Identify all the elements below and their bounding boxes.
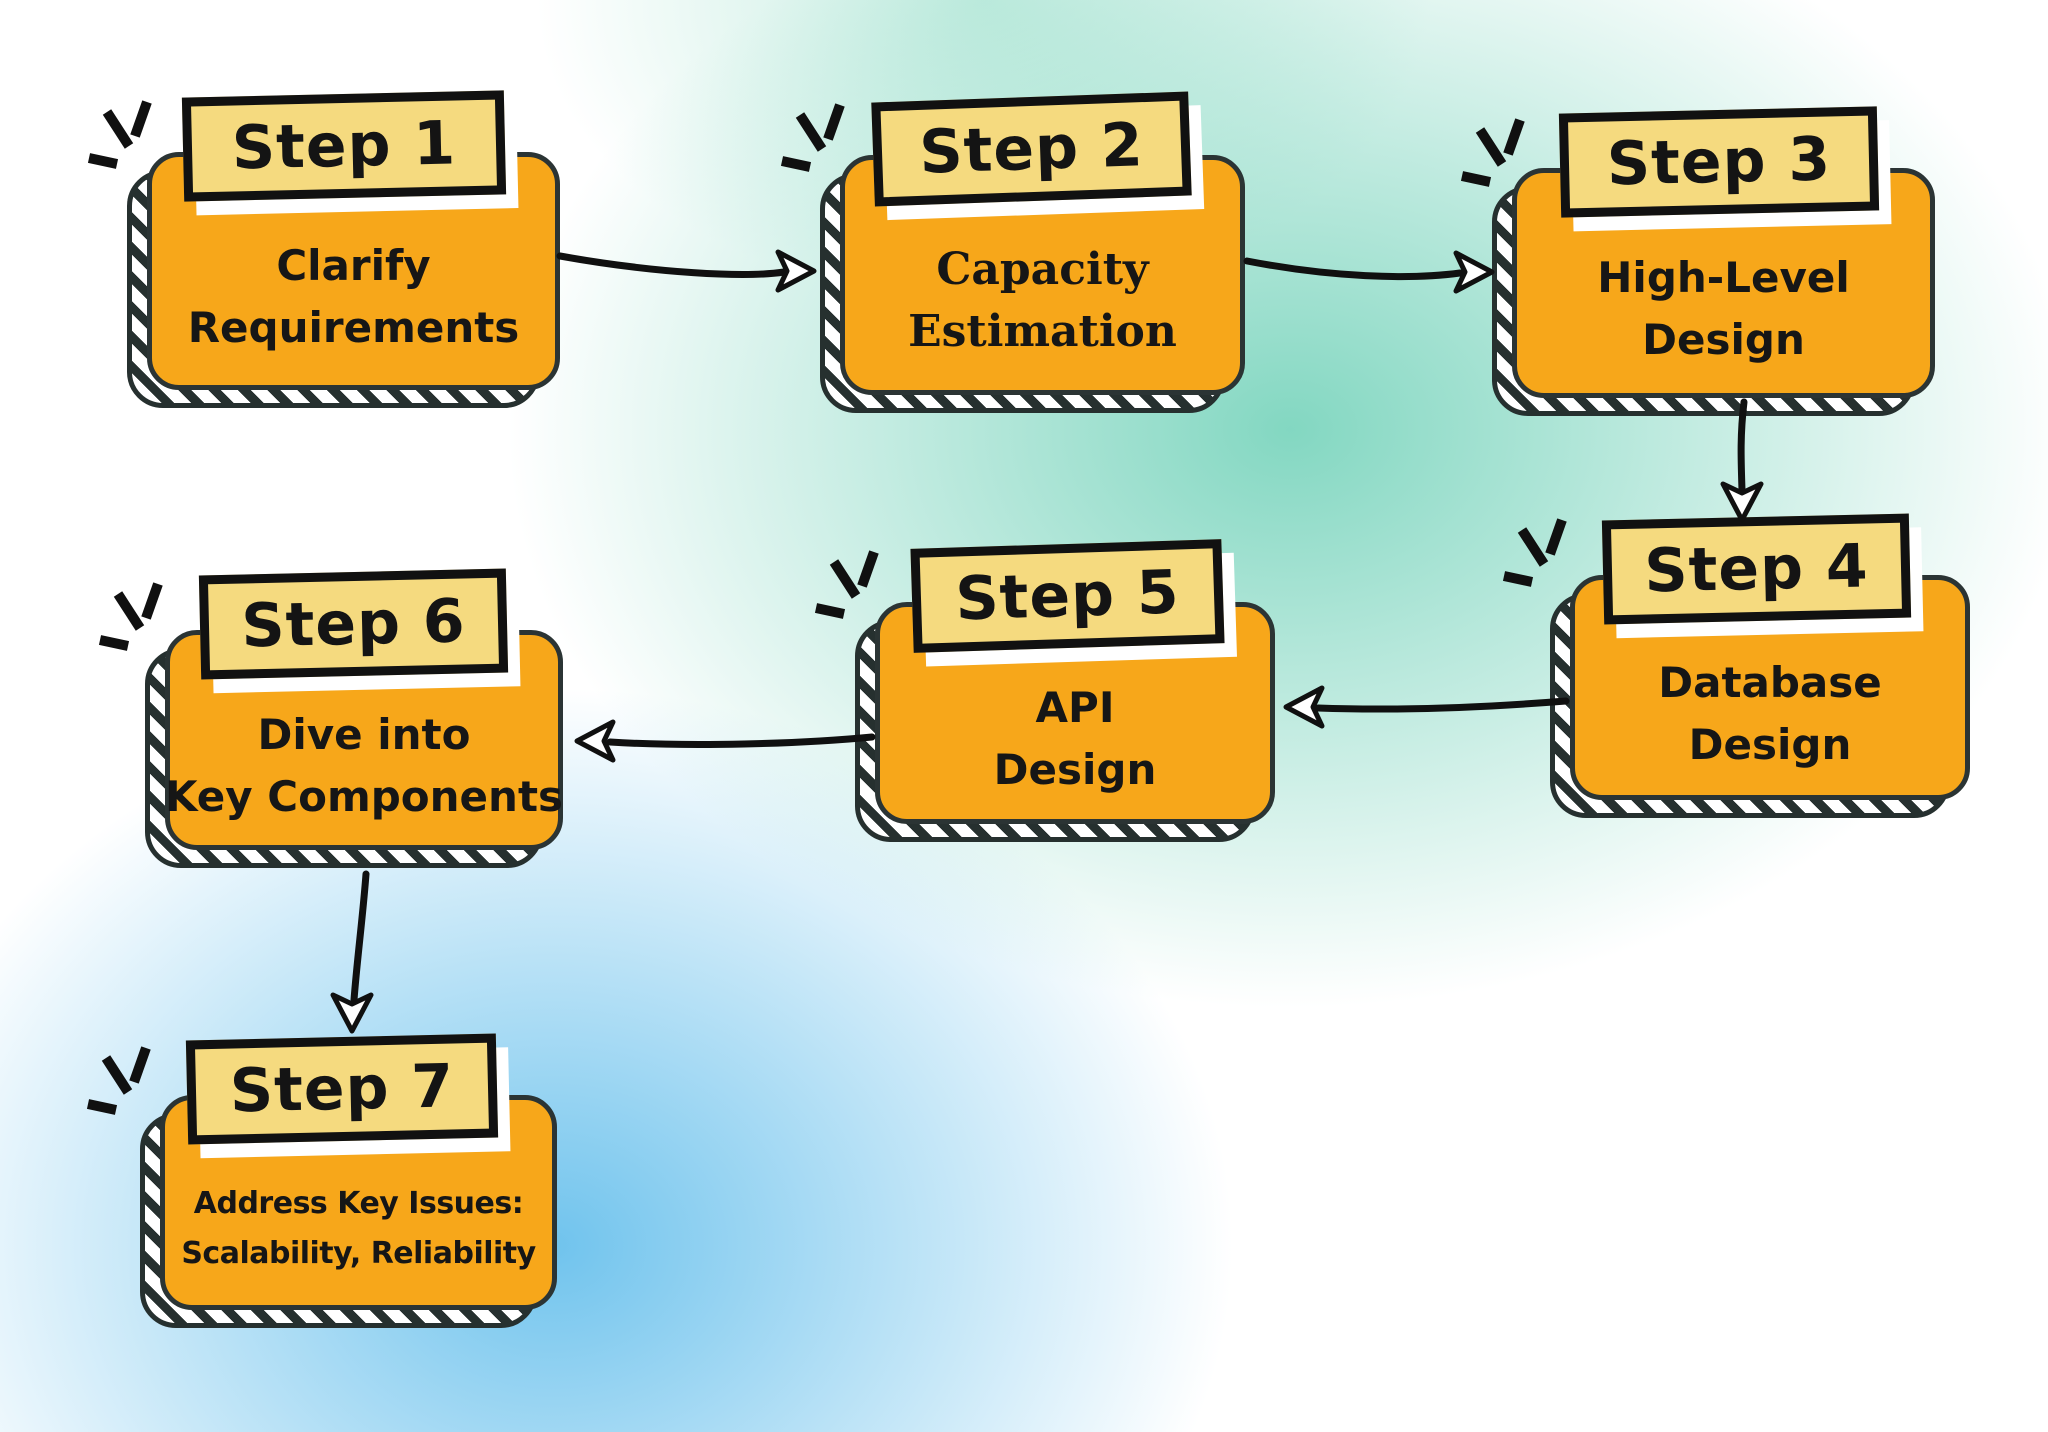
- step-6-card: Dive into Key Components Step 6: [145, 568, 564, 868]
- step-4-label: Step 4: [1643, 531, 1870, 607]
- step-7-label: Step 7: [229, 1051, 455, 1127]
- step-4-text-line: Design: [1688, 719, 1852, 769]
- sparkle-icon: [1502, 518, 1567, 587]
- step-4-card: Database Design Step 4: [1550, 513, 1970, 818]
- step-2-header-tab: Step 2: [871, 91, 1192, 207]
- arrowhead-step3: [1453, 250, 1495, 294]
- arrow-step4-step5: [1314, 697, 1570, 713]
- arrow-step2-step3: [1243, 257, 1464, 281]
- step-7-text-line: Address Key Issues:: [193, 1185, 524, 1221]
- step-3-label: Step 3: [1606, 124, 1832, 200]
- arrowhead-step7: [330, 992, 374, 1034]
- step-2-text-line: Estimation: [908, 306, 1177, 357]
- step-7-card: Address Key Issues: Scalability, Reliabi…: [140, 1033, 557, 1328]
- arrowhead-step5: [1283, 685, 1325, 729]
- step-3-text-line: Design: [1642, 315, 1805, 364]
- sparkle-icon: [86, 1046, 151, 1115]
- step-7-text-line: Scalability, Reliability: [181, 1235, 536, 1271]
- sparkle-icon: [814, 550, 879, 619]
- step-1-text-line: Clarify: [276, 241, 431, 290]
- step-5-text-line: Design: [993, 745, 1157, 794]
- step-4-text-line: Database: [1658, 657, 1882, 707]
- step-1-card: Clarify Requirements Step 1: [127, 90, 560, 408]
- step-3-card: High-Level Design Step 3: [1492, 106, 1935, 416]
- arrow-step5-step6: [606, 733, 876, 748]
- sparkle-icon: [87, 100, 152, 169]
- sparkle-icon: [780, 103, 845, 172]
- step-2-text-line: Capacity: [936, 244, 1149, 295]
- step-1-label: Step 1: [231, 108, 457, 184]
- step-6-text-line: Dive into: [257, 710, 471, 759]
- arrowhead-step6: [574, 719, 616, 763]
- step-3-header-tab: Step 3: [1558, 106, 1880, 218]
- step-2-card: Capacity Estimation Step 2: [820, 91, 1245, 413]
- step-6-label: Step 6: [240, 586, 467, 662]
- arrowhead-step4: [1720, 481, 1764, 523]
- step-5-header-tab: Step 5: [910, 539, 1225, 653]
- step-5-label: Step 5: [954, 557, 1181, 635]
- sparkle-icon: [98, 582, 163, 651]
- arrow-step6-step7: [350, 870, 370, 1004]
- step-2-label: Step 2: [918, 110, 1145, 188]
- step-1-text-line: Requirements: [187, 303, 520, 352]
- step-6-header-tab: Step 6: [198, 568, 509, 680]
- step-1-header-tab: Step 1: [181, 90, 507, 202]
- step-5-card: API Design Step 5: [855, 539, 1275, 842]
- arrow-step1-step2: [556, 252, 788, 278]
- arrowhead-step2: [775, 249, 817, 293]
- step-6-text-line: Key Components: [165, 772, 564, 821]
- sparkle-icon: [1460, 118, 1525, 187]
- step-4-header-tab: Step 4: [1601, 513, 1912, 625]
- step-3-text-line: High-Level: [1597, 253, 1850, 302]
- step-5-text-line: API: [1035, 683, 1115, 732]
- step-7-header-tab: Step 7: [185, 1033, 499, 1145]
